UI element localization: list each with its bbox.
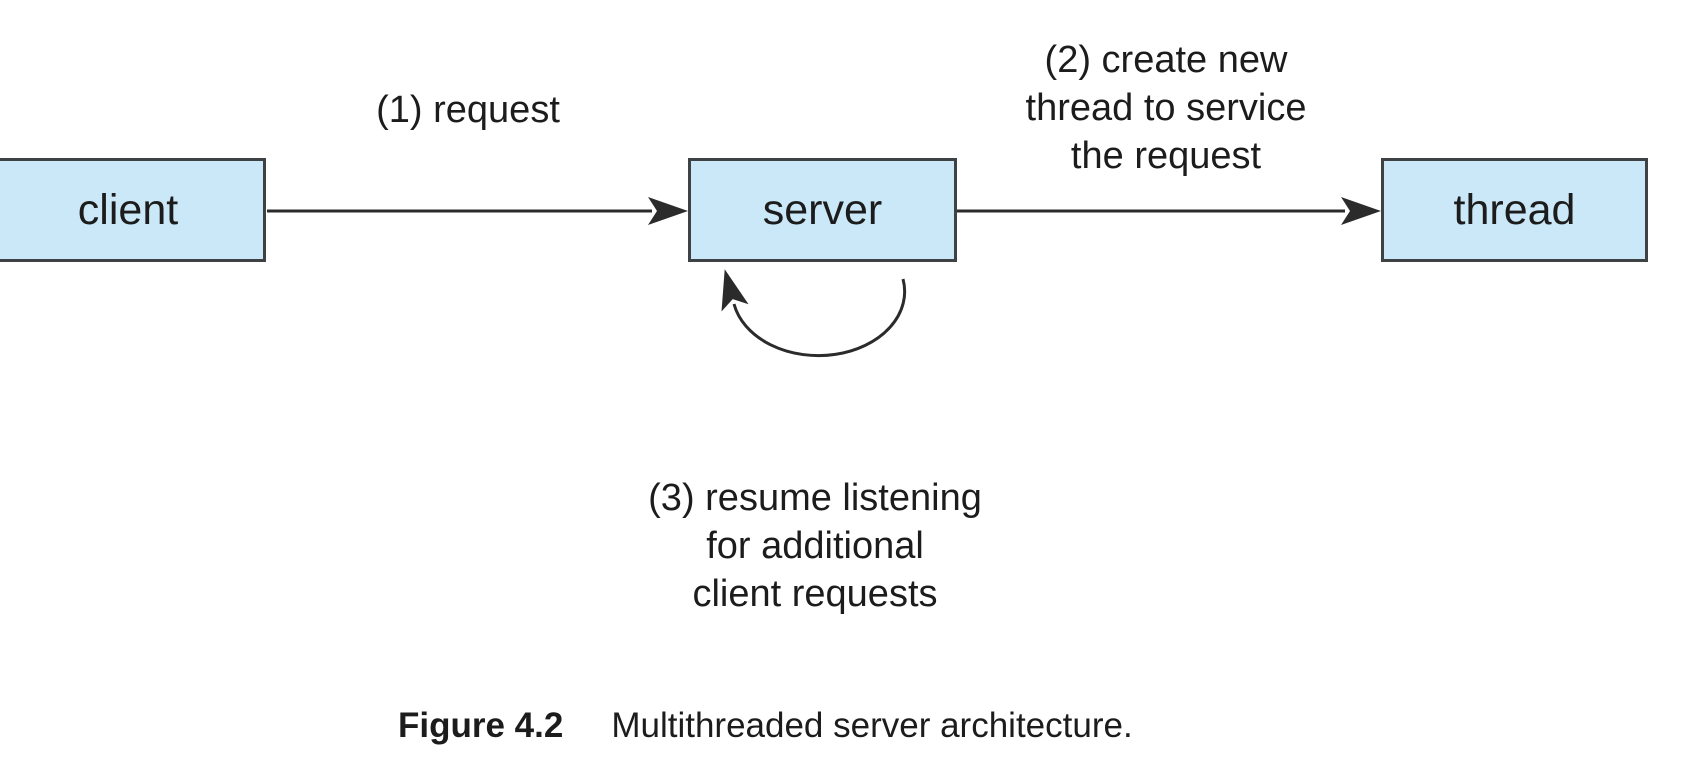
loop-arrow-icon (721, 269, 907, 358)
label-step3-line3: client requests (692, 573, 938, 615)
label-step2-line1: (2) create new (1044, 39, 1288, 81)
node-thread-label: thread (1453, 185, 1576, 234)
node-thread: thread (1381, 158, 1648, 262)
label-step2-line3: the request (1070, 135, 1262, 177)
label-step3-resume-listening: (3) resume listening for additional clie… (648, 474, 982, 618)
label-step3-line1: (3) resume listening (648, 477, 982, 519)
label-step3-line2: for additional (706, 525, 924, 567)
node-server-label: server (762, 185, 883, 234)
label-step2-create-thread: (2) create new thread to service the req… (1026, 36, 1307, 180)
figure-caption: Figure 4.2 Multithreaded server architect… (398, 706, 1133, 746)
label-step1-request: (1) request (376, 89, 560, 131)
label-step2-line2: thread to service (1025, 87, 1307, 129)
figure-number: Figure 4.2 (398, 706, 564, 745)
node-server: server (688, 158, 957, 262)
figure-caption-text: Multithreaded server architecture. (611, 706, 1133, 745)
node-client: client (0, 158, 266, 262)
node-client-label: client (77, 185, 179, 234)
